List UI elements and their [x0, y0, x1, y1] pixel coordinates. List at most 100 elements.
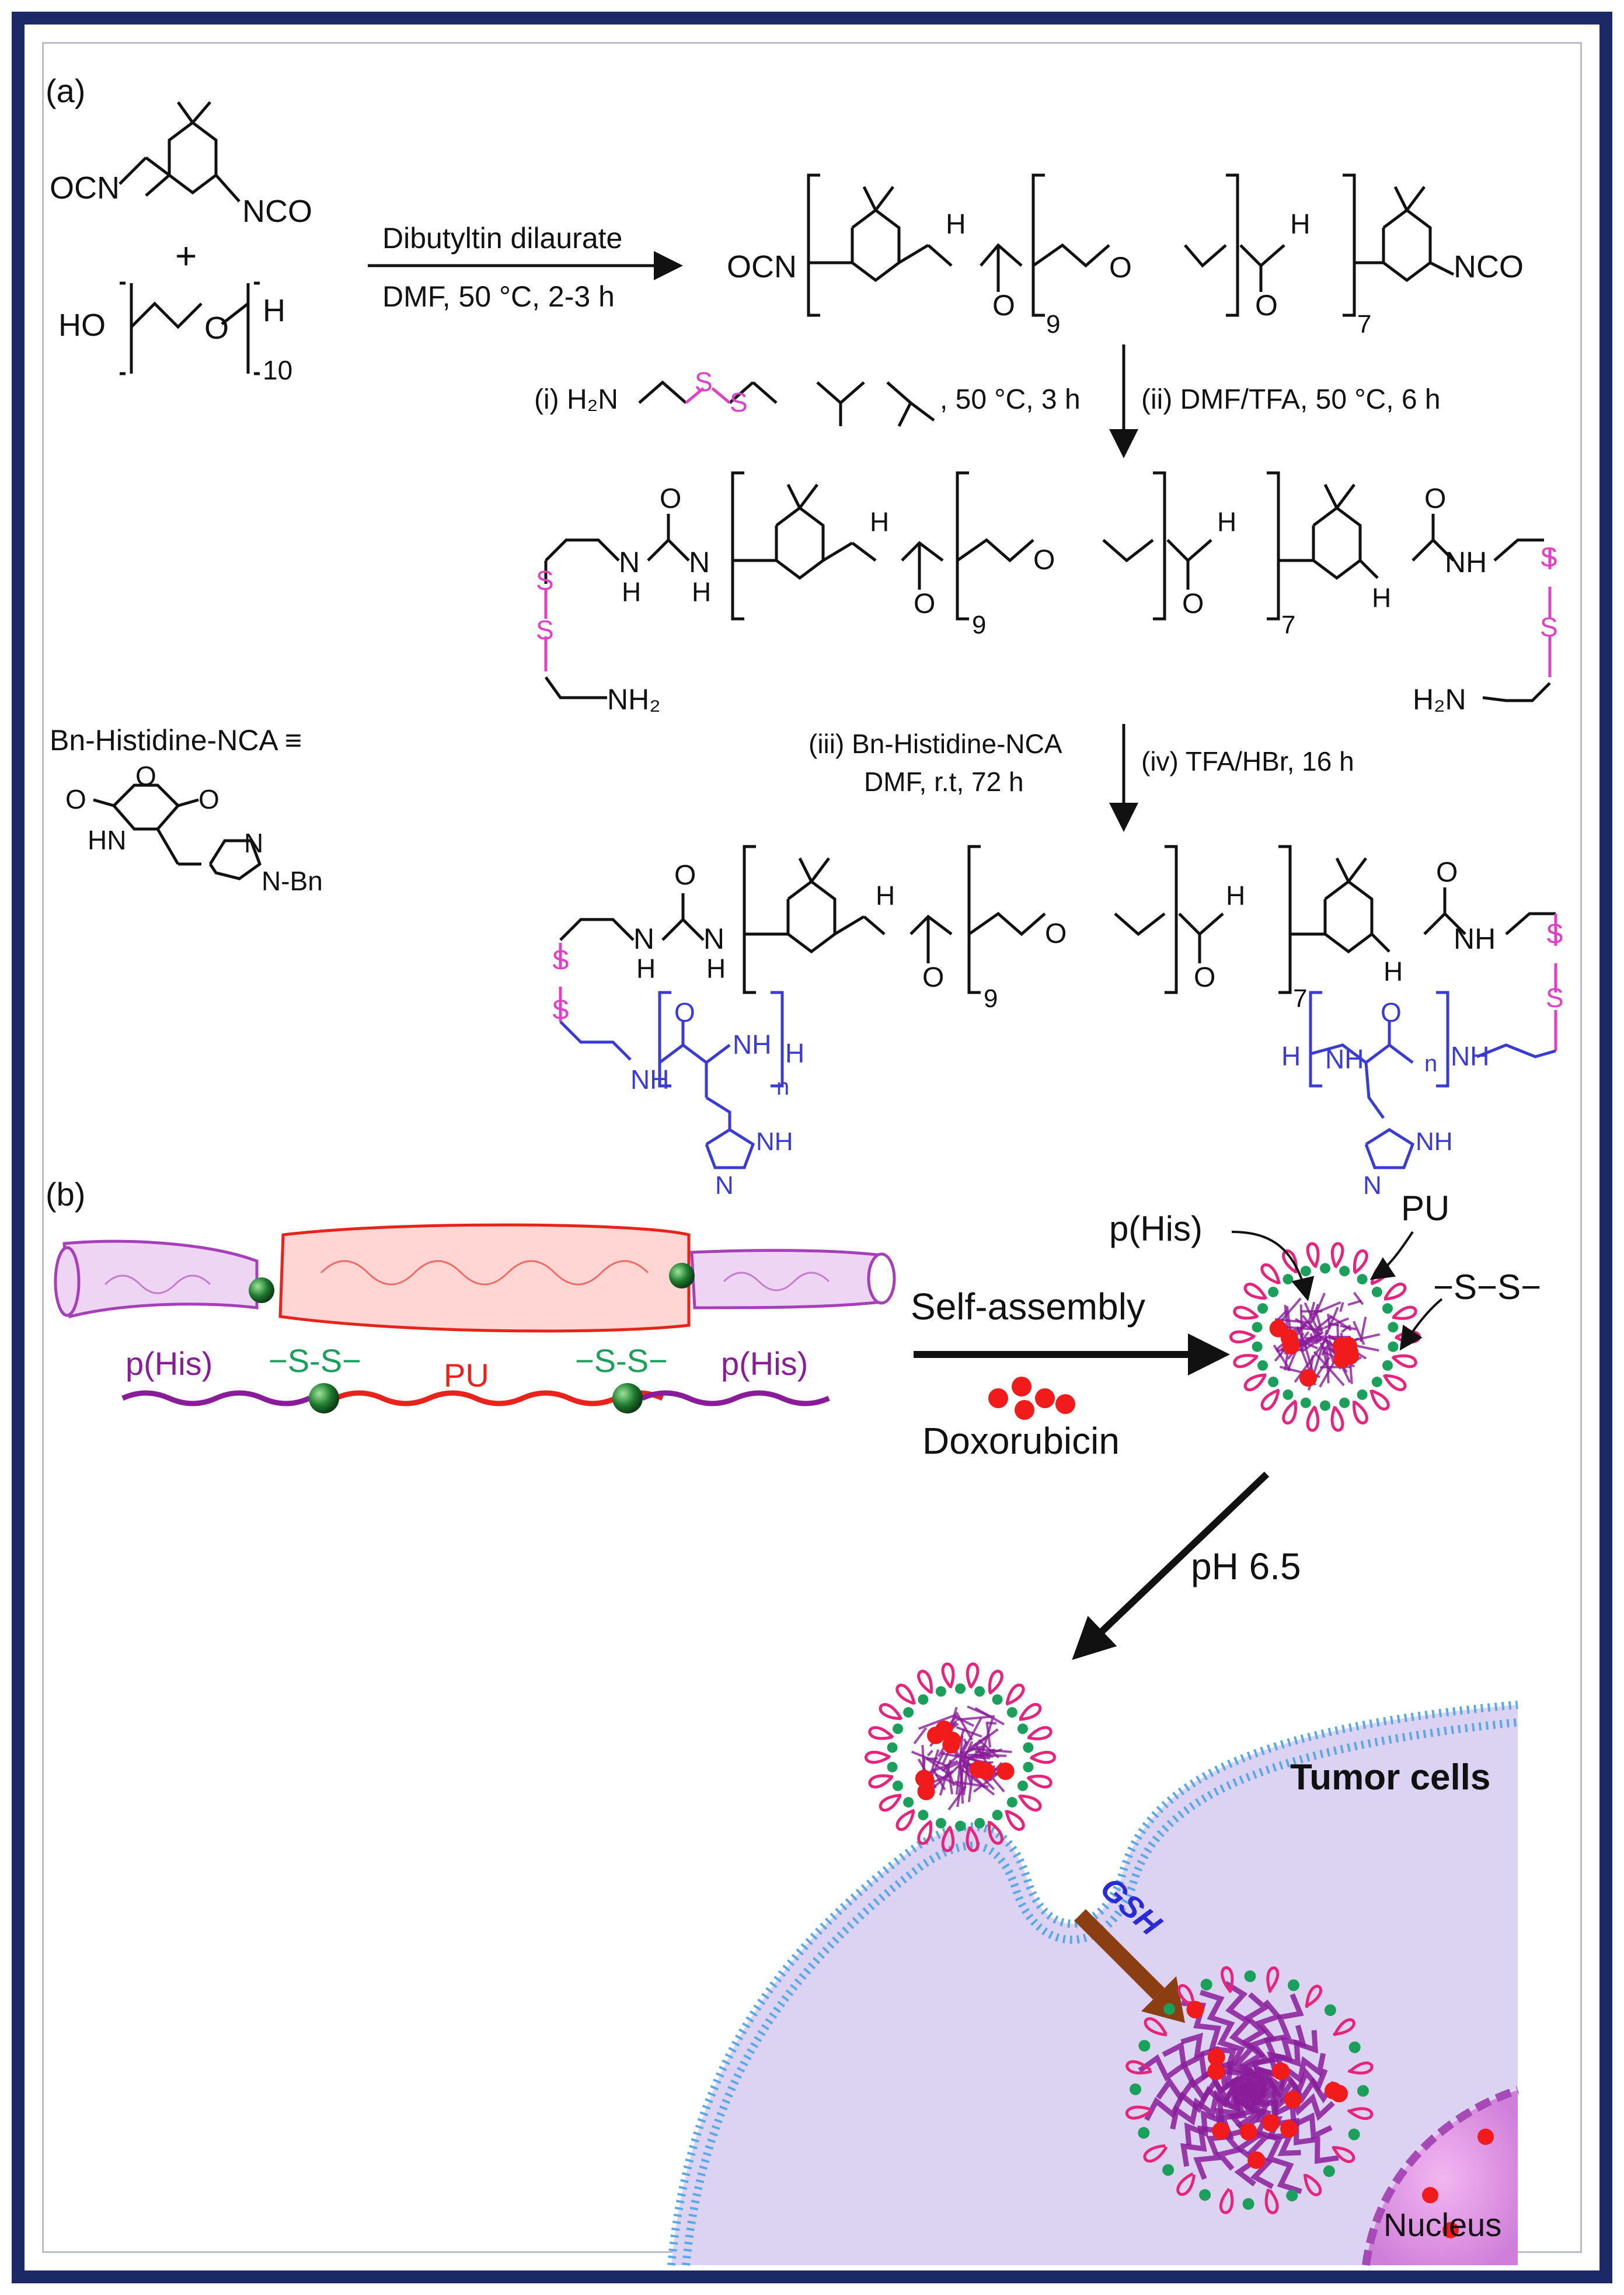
core-strand	[1322, 1349, 1328, 1365]
core-strand	[1347, 1300, 1362, 1306]
prepolymer-outer-repeat: 7	[1357, 310, 1371, 339]
prepolymer-nh-right-h: H	[1290, 209, 1311, 240]
final-n2: N	[703, 922, 724, 955]
intermediate-s2-left: S	[536, 615, 554, 645]
disulfide-bead	[1357, 1274, 1368, 1285]
core-strand	[941, 1761, 960, 1772]
prepolymer-ocn: OCN	[727, 249, 797, 284]
pu-loop	[868, 1774, 894, 1789]
core-strand	[918, 1714, 957, 1730]
intermediate-s2-right: S	[1540, 612, 1558, 642]
micelle-label-leaders	[1231, 1231, 1443, 1351]
disulfide-bead	[1017, 1780, 1028, 1791]
disulfide-bead	[1023, 1742, 1034, 1753]
peg-o: O	[204, 311, 229, 346]
doxorubicin-dot	[1269, 1319, 1287, 1338]
ph-label: pH 6.5	[1191, 1545, 1301, 1587]
pu-loop	[1353, 1400, 1368, 1425]
doxorubicin-dot	[1280, 2120, 1298, 2138]
disulfide-bead-left	[309, 1383, 339, 1413]
pu-loop	[1264, 2188, 1279, 2214]
self-assembly-label: Self-assembly	[911, 1286, 1145, 1328]
doxorubicin-dot	[1282, 1336, 1300, 1354]
final-phis-right-ring-n: N	[1363, 1171, 1382, 1200]
pu-loop	[1383, 1282, 1407, 1301]
nucleus-label: Nucleus	[1383, 2206, 1501, 2243]
prepolymer-nco: NCO	[1454, 249, 1524, 284]
pu-loop	[988, 1670, 1003, 1695]
chain-label-pu: PU	[444, 1357, 489, 1394]
pu-loop	[1391, 1354, 1417, 1368]
core-strand	[926, 1757, 938, 1761]
final-phis-left-h: H	[785, 1038, 804, 1068]
intermediate-n1: N	[619, 546, 640, 579]
core-strand	[1312, 1293, 1326, 1321]
pu-loop	[1143, 2144, 1168, 2163]
disulfide-bead	[1252, 1341, 1263, 1352]
panel-b-label: (b)	[46, 1176, 85, 1213]
final-phis-left-o: O	[674, 997, 695, 1028]
nucleus	[1362, 2086, 1520, 2266]
core-strand	[1323, 1317, 1349, 1329]
pu-loop	[1330, 1405, 1344, 1432]
intermediate-outer-repeat: 7	[1281, 611, 1295, 639]
disulfide-bead	[1357, 1389, 1368, 1400]
pu-loop	[1306, 1242, 1320, 1269]
disulfide-bead	[1268, 1377, 1279, 1388]
disulfide-bead	[1323, 2165, 1335, 2177]
pu-loop	[917, 1820, 932, 1845]
disulfide-bead	[1388, 1341, 1399, 1352]
core-strand	[1353, 1291, 1364, 1305]
core-strand	[1315, 1337, 1325, 1345]
core-strand	[1336, 1324, 1340, 1338]
core-strand	[956, 1726, 982, 1738]
intermediate-nh-right: NH	[1445, 546, 1487, 579]
disulfide-bead	[1017, 1723, 1028, 1735]
step2-ss-bond-2	[711, 387, 731, 404]
final-phis-left-nh2: NH	[733, 1029, 771, 1060]
disulfide-bead	[1006, 1797, 1017, 1808]
micelle-disassembled	[1125, 1966, 1374, 2214]
disulfide-bead	[992, 1809, 1003, 1820]
doxorubicin-dot	[1299, 1369, 1317, 1387]
final-outer-repeat: 7	[1293, 984, 1307, 1013]
pu-loop	[1303, 2174, 1322, 2196]
core-strand	[956, 1715, 995, 1721]
pu-loop	[1005, 1809, 1025, 1831]
core-strand	[940, 1752, 960, 1758]
peg-repeat: 10	[263, 355, 292, 385]
pu-loop	[879, 1703, 903, 1721]
pu-loop	[917, 1670, 933, 1694]
final-o2: O	[922, 962, 944, 993]
nca-structure	[93, 783, 262, 880]
core-strand	[1307, 1301, 1316, 1325]
pu-loop	[941, 1662, 955, 1689]
intermediate-o1: O	[660, 483, 681, 514]
micelle-label-pu: PU	[1401, 1189, 1449, 1228]
step1-catalyst: Dibutyltin dilaurate	[382, 222, 622, 255]
plus-sign: +	[175, 235, 197, 277]
final-phis-right-ring-nh: NH	[1416, 1127, 1453, 1156]
core-strand	[935, 1773, 961, 1788]
doxorubicin-dot	[917, 1782, 935, 1801]
pu-loop	[895, 1684, 916, 1705]
disulfide-bead	[1283, 1389, 1294, 1400]
phis-arm	[1243, 2000, 1283, 2092]
doxorubicin-dot	[1341, 1347, 1360, 1365]
final-phis-right-o: O	[1381, 997, 1402, 1028]
final-phis-right	[1309, 991, 1556, 1169]
pu-loop	[1369, 1389, 1390, 1411]
disulfide-bead	[1371, 1286, 1382, 1297]
pu-loop	[1353, 1249, 1368, 1274]
intermediate-nh2-left: NH₂	[607, 683, 661, 716]
disulfide-bead	[903, 1797, 914, 1808]
pu-loop	[1125, 2105, 1153, 2120]
final-inner-repeat: 9	[984, 984, 998, 1013]
final-nh-right: NH	[1454, 922, 1496, 955]
prepolymer-peg-o: O	[1109, 251, 1132, 284]
disulfide-bead	[1252, 1322, 1263, 1333]
disulfide-bead	[974, 1817, 985, 1829]
disulfide-bead	[992, 1694, 1003, 1705]
pu-loop	[1266, 1966, 1280, 1993]
disulfide-bead	[1287, 1979, 1299, 1991]
